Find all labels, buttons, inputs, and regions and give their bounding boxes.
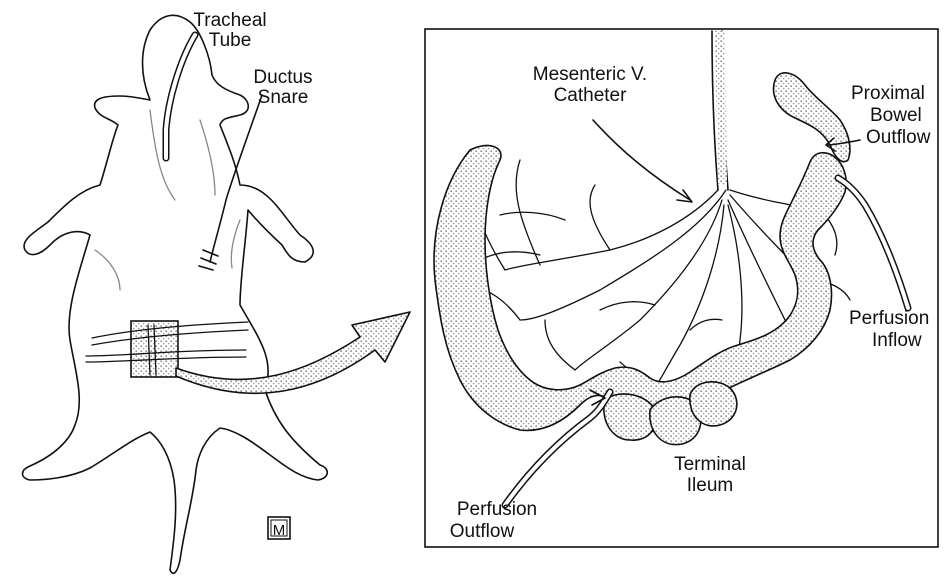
label-bowel: Bowel (870, 105, 922, 126)
label-terminal: Terminal (674, 454, 746, 475)
label-perfusion-outflow: Perfusion (457, 499, 537, 520)
label-tube: Tube (209, 30, 252, 51)
label-outflow-proximal: Outflow (866, 127, 931, 148)
logo-letter: M (273, 522, 286, 539)
label-ileum: Ileum (687, 475, 733, 496)
label-outflow: Outflow (450, 521, 515, 542)
label-perfusion-inflow: Perfusion (849, 308, 929, 329)
label-tracheal: Tracheal (193, 10, 266, 31)
label-catheter: Catheter (554, 85, 628, 106)
label-mesenteric: Mesenteric V. (533, 64, 647, 85)
label-snare: Snare (258, 87, 309, 108)
label-inflow: Inflow (872, 330, 922, 351)
label-ductus: Ductus (253, 67, 312, 88)
label-proximal: Proximal (851, 83, 925, 104)
